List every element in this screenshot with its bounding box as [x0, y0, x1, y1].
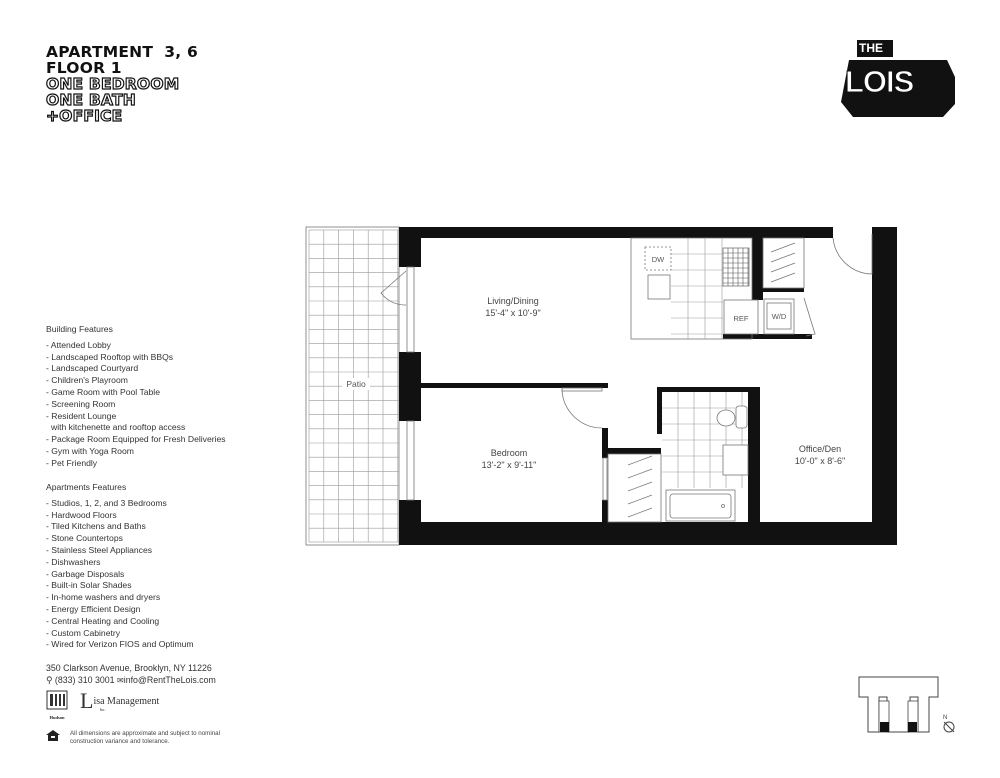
the-lois-logo: THE LOIS	[841, 40, 955, 117]
contact-info: 350 Clarkson Avenue, Brooklyn, NY 11226 …	[46, 662, 216, 687]
email-link[interactable]: info@RentTheLois.com	[123, 675, 216, 685]
office-label: +OFFICE	[45, 107, 123, 125]
room-dims-living: 15'-4" x 10'-9"	[485, 308, 540, 318]
room-label-bedroom: Bedroom	[491, 448, 528, 458]
windows	[380, 266, 415, 501]
feature-item: - Game Room with Pool Table	[46, 386, 160, 397]
phone-icon: ⚲	[46, 675, 53, 685]
apartment-features-heading: Apartments Features	[46, 482, 127, 492]
bathtub-icon	[665, 489, 736, 522]
feature-item: - Central Heating and Cooling	[46, 615, 160, 626]
bedroom-count: ONE BEDROOM	[45, 75, 180, 93]
feature-item: - Hardwood Floors	[46, 509, 117, 520]
room-labels: Living/Dining 15'-4" x 10'-9" Bedroom 13…	[482, 296, 846, 470]
unit-highlight	[880, 722, 889, 732]
feature-item: - Dishwashers	[46, 556, 101, 567]
equal-housing-icon	[46, 730, 60, 741]
feature-item: - Attended Lobby	[46, 339, 111, 350]
disclaimer: All dimensions are approximate and subje…	[70, 730, 220, 745]
feature-item: - Built-in Solar Shades	[46, 580, 132, 591]
key-plan: N	[858, 676, 955, 733]
lisa-text: isa Management	[93, 696, 160, 707]
feature-item: - Tiled Kitchens and Baths	[46, 521, 146, 532]
hudson-logo: Hudson	[46, 690, 68, 720]
feature-item: - Package Room Equipped for Fresh Delive…	[46, 434, 226, 445]
dishwasher-label: DW	[652, 255, 665, 264]
feature-item: - Garbage Disposals	[46, 568, 125, 579]
feature-item: - Wired for Verizon FIOS and Optimum	[46, 639, 194, 650]
north-arrow-icon	[943, 721, 955, 733]
feature-item: with kitchenette and rooftop access	[51, 422, 186, 433]
apartment-title: APARTMENT 3, 6 FLOOR 1 ONE BEDROOM ONE B…	[45, 43, 198, 125]
bathroom	[662, 392, 749, 522]
walls	[399, 227, 897, 545]
logo-the: THE	[859, 41, 883, 55]
feature-item: - Studios, 1, 2, and 3 Bedrooms	[46, 497, 167, 508]
unit-highlight	[908, 722, 917, 732]
building-features: Building Features - Attended Lobby- Land…	[46, 324, 226, 470]
feature-item: - In-home washers and dryers	[46, 592, 161, 603]
feature-item: - Pet Friendly	[46, 457, 98, 468]
patio: Patio	[305, 226, 400, 546]
refrigerator-label: REF	[734, 314, 749, 323]
phone-number[interactable]: (833) 310 3001	[54, 675, 115, 685]
room-label-living: Living/Dining	[487, 296, 539, 306]
room-dims-office: 10'-0" x 8'-6"	[795, 456, 845, 466]
bedroom-closet	[602, 453, 662, 523]
floor-number: FLOOR 1	[46, 59, 122, 77]
feature-item: - Stainless Steel Appliances	[46, 544, 153, 555]
stove-icon	[722, 247, 750, 287]
feature-item: - Custom Cabinetry	[46, 627, 121, 638]
toilet-icon	[716, 409, 736, 427]
feature-item: - Landscaped Rooftop with BBQs	[46, 351, 174, 362]
feature-item: - Resident Lounge	[46, 410, 117, 421]
email-icon: ✉	[117, 676, 124, 685]
room-dims-bedroom: 13'-2" x 9'-11"	[482, 460, 537, 470]
bedroom-door	[561, 387, 603, 429]
feature-item: - Stone Countertops	[46, 533, 123, 544]
hudson-text: Hudson	[49, 715, 65, 720]
room-label-patio: Patio	[346, 379, 366, 389]
logo-lois: LOIS	[845, 64, 914, 99]
lisa-l-glyph: L	[80, 688, 94, 713]
feature-item: - Energy Efficient Design	[46, 603, 141, 614]
feature-item: - Screening Room	[46, 398, 116, 409]
apartment-number: APARTMENT 3, 6	[46, 43, 198, 61]
entry-door	[832, 234, 873, 275]
sink-icon	[722, 444, 749, 476]
building-features-heading: Building Features	[46, 324, 113, 334]
feature-item: - Gym with Yoga Room	[46, 445, 134, 456]
bath-count: ONE BATH	[45, 91, 136, 109]
apartment-features: Apartments Features - Studios, 1, 2, and…	[46, 482, 194, 651]
north-label: N	[943, 715, 947, 721]
feature-item: - Children's Playroom	[46, 375, 128, 386]
kitchen: DW REF W/D	[630, 237, 816, 340]
address: 350 Clarkson Avenue, Brooklyn, NY 11226	[46, 663, 212, 673]
room-label-office: Office/Den	[799, 444, 841, 454]
feature-item: - Landscaped Courtyard	[46, 363, 139, 374]
lisa-inc: Inc.	[99, 707, 106, 712]
washer-dryer-label: W/D	[772, 312, 787, 321]
